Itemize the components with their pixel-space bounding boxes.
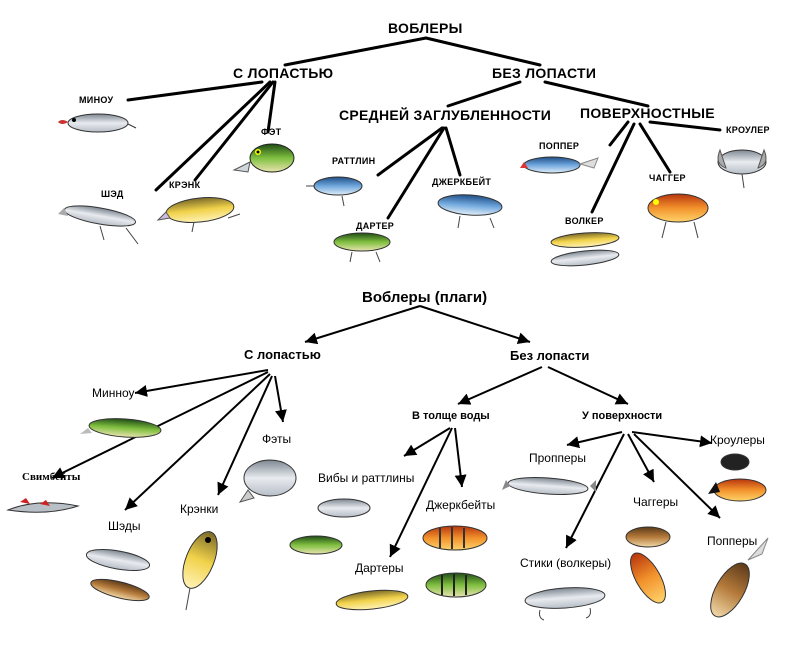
lure-minnow-top <box>58 113 137 133</box>
lure-crawler-top <box>717 148 767 189</box>
lure-shad-bottom <box>85 549 151 602</box>
bottom-darter-label: Дартеры <box>355 561 404 575</box>
top-with-lip-label: С ЛОПАСТЬЮ <box>233 65 334 81</box>
lure-crank-bottom <box>182 531 218 611</box>
lure-darter-top <box>333 232 391 263</box>
top-chugger-label: ЧАГГЕР <box>649 173 686 183</box>
lure-popper-bottom <box>710 537 769 618</box>
lure-rattlin-top <box>306 176 363 207</box>
lure-popper-top <box>520 156 599 174</box>
top-popper-label: ПОППЕР <box>539 141 580 151</box>
bottom-in-water-label: В толще воды <box>412 410 490 422</box>
top-crawler-label: КРОУЛЕР <box>726 125 770 135</box>
bottom-crank-label: Крэнки <box>180 502 219 516</box>
bottom-with-lip-label: С лопастью <box>244 347 321 362</box>
top-fat-label: ФЭТ <box>261 127 282 137</box>
lure-fat-top <box>232 143 295 173</box>
bottom-popper-label: Попперы <box>707 534 758 548</box>
bottom-minnow-label: Минноу <box>92 386 135 400</box>
top-darter-label: ДАРТЕР <box>356 221 395 231</box>
top-medium-depth-label: СРЕДНЕЙ ЗАГЛУБЛЕННОСТИ <box>339 107 552 123</box>
lure-shad-top <box>58 205 139 245</box>
lure-fat-bottom <box>238 459 297 503</box>
bottom-shad-label: Шэды <box>108 519 141 533</box>
lure-minnow-bottom <box>80 418 162 438</box>
bottom-jerk-label: Джеркбейты <box>426 498 496 512</box>
bottom-without-lip-label: Без лопасти <box>510 348 590 363</box>
top-root-label: ВОБЛЕРЫ <box>388 20 463 36</box>
lure-propper-bottom <box>502 477 596 495</box>
top-walker-label: ВОЛКЕР <box>565 216 604 226</box>
lure-chugger-bottom <box>625 526 671 604</box>
top-minnow-label: МИНОУ <box>79 95 114 105</box>
bottom-propper-label: Пропперы <box>529 451 586 465</box>
lure-swimbait-bottom <box>6 498 80 513</box>
bottom-fat-label: Фэты <box>262 432 292 446</box>
top-without-lip-label: БЕЗ ЛОПАСТИ <box>492 65 597 81</box>
bottom-vib-label: Вибы и раттлины <box>318 471 415 485</box>
bottom-chugger-label: Чаггеры <box>633 495 679 509</box>
bottom-stick-label: Стики (волкеры) <box>520 556 612 570</box>
bottom-swimbait-label: Свимбейты <box>22 471 81 483</box>
bottom-at-surface-label: У поверхности <box>582 410 663 422</box>
lure-vib-bottom <box>289 498 371 555</box>
top-jerkbait-label: ДЖЕРКБЕЙТ <box>432 177 492 187</box>
top-surface-label: ПОВЕРХНОСТНЫЕ <box>580 105 715 121</box>
bottom-root-label: Воблеры (плаги) <box>362 289 488 306</box>
top-tree-lines <box>126 36 722 220</box>
top-crank-label: КРЭНК <box>169 180 201 190</box>
lure-jerk-bottom <box>422 525 488 551</box>
lure-jerkbait-top <box>437 194 503 229</box>
lure-walker-top <box>550 232 620 267</box>
lure-chugger-top <box>647 193 709 239</box>
bottom-crawler-label: Кроулеры <box>710 433 765 447</box>
top-shad-label: ШЭД <box>101 189 124 199</box>
lure-stick-bottom <box>524 587 606 621</box>
lure-green-bottom <box>425 572 487 598</box>
top-rattlin-label: РАТТЛИН <box>332 156 376 166</box>
lure-darter-bottom <box>335 589 409 611</box>
bottom-tree-arrows <box>51 305 721 558</box>
lure-crank-top <box>156 197 241 233</box>
lure-crawler-bottom <box>708 453 767 502</box>
